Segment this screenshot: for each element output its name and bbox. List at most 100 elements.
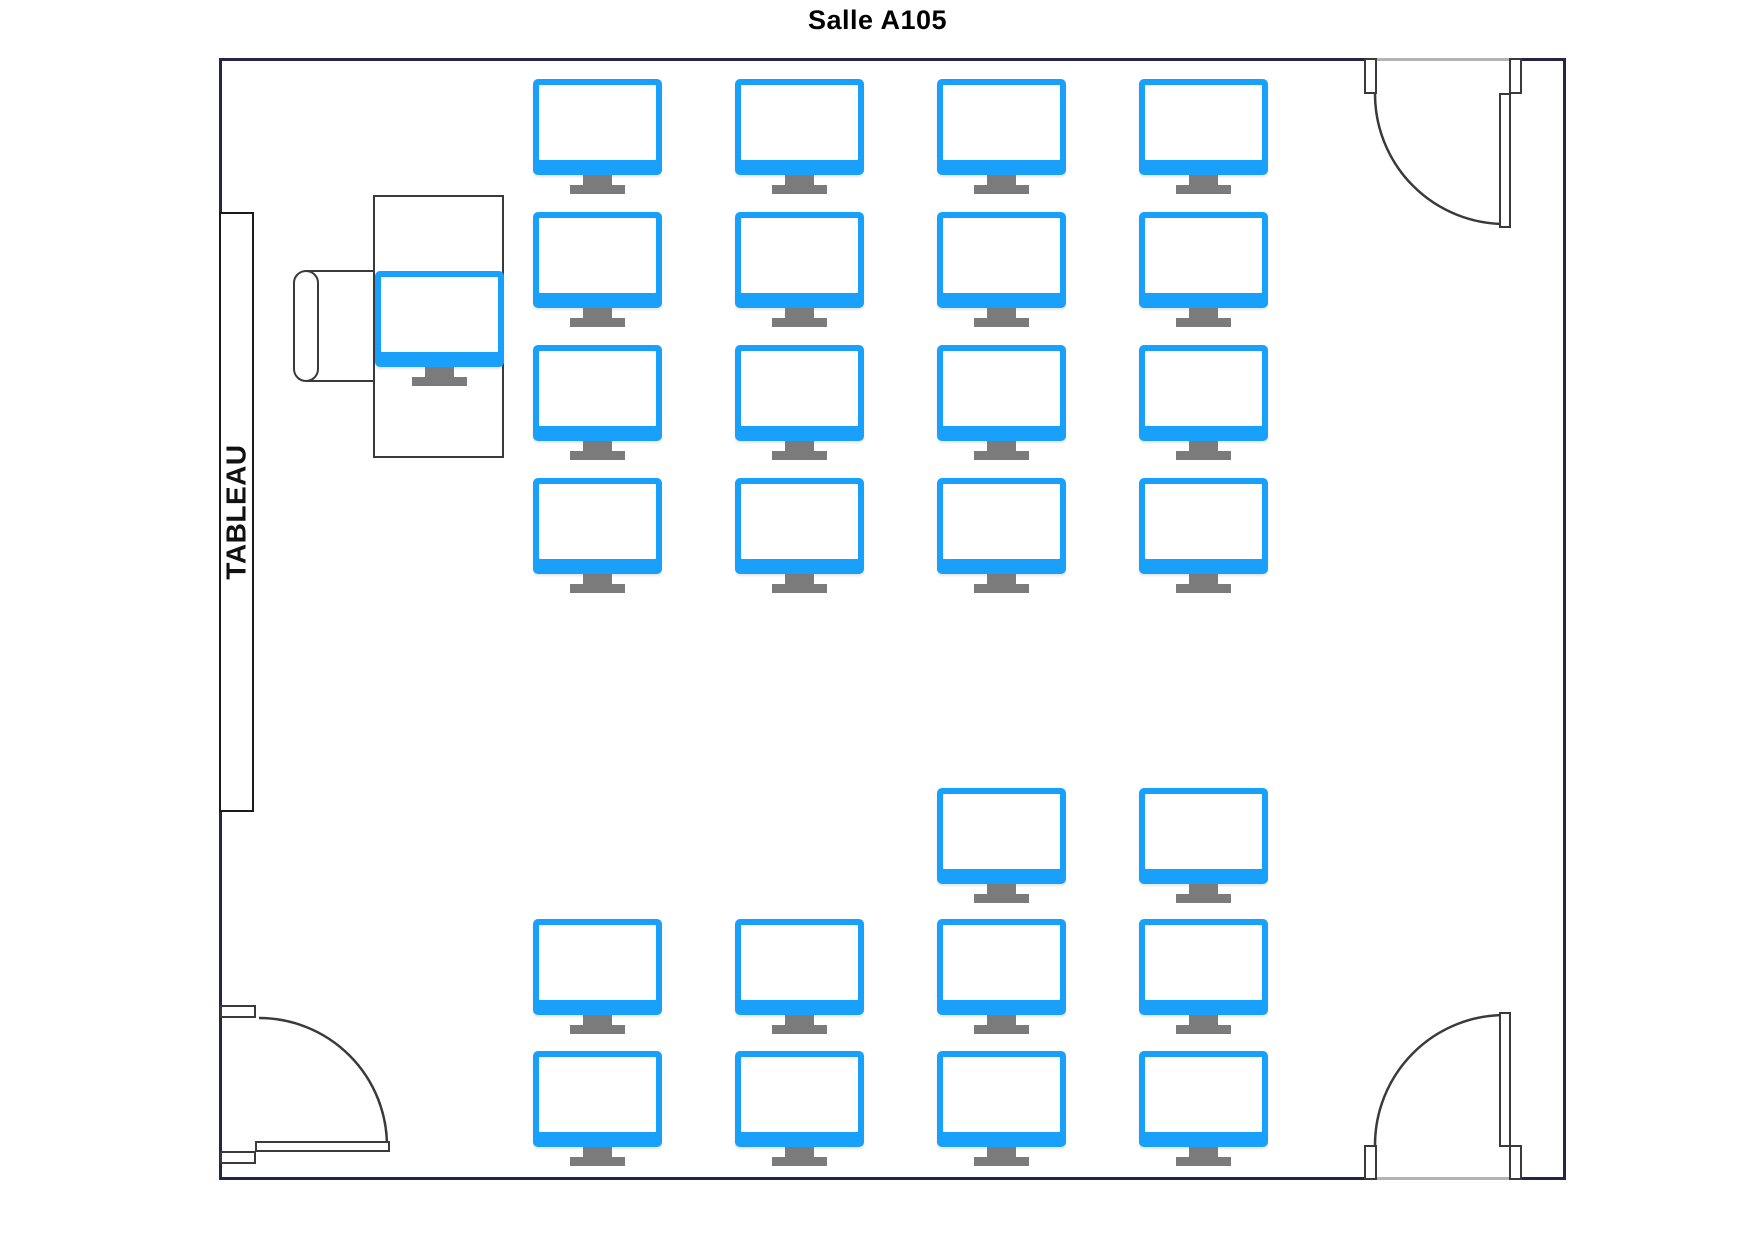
monitor-screen xyxy=(539,351,656,426)
monitor-stand-neck xyxy=(583,175,612,185)
student-monitor-1 xyxy=(533,79,662,194)
monitor-stand-base xyxy=(570,318,625,327)
monitor-stand-base xyxy=(570,1157,625,1166)
monitor-stand-neck xyxy=(1189,175,1218,185)
monitor-frame xyxy=(735,478,864,574)
monitor-frame xyxy=(735,79,864,175)
monitor-stand-base xyxy=(1176,185,1231,194)
monitor-frame xyxy=(533,345,662,441)
monitor-stand-neck xyxy=(987,1147,1016,1157)
monitor-stand-base xyxy=(1176,1157,1231,1166)
monitor-stand-neck xyxy=(583,1015,612,1025)
monitor-screen xyxy=(1145,794,1262,869)
door-opening-top-right xyxy=(1376,58,1510,61)
monitor-stand-neck xyxy=(583,441,612,451)
student-monitor-24 xyxy=(735,1051,864,1166)
student-monitor-9 xyxy=(533,345,662,460)
monitor-stand-base xyxy=(772,1157,827,1166)
monitor-frame xyxy=(1139,788,1268,884)
student-monitor-10 xyxy=(735,345,864,460)
monitor-screen xyxy=(741,85,858,160)
door-jamb xyxy=(1364,1145,1377,1180)
student-monitor-12 xyxy=(1139,345,1268,460)
monitor-stand-base xyxy=(974,451,1029,460)
whiteboard: TABLEAU xyxy=(219,212,254,812)
monitor-stand-base xyxy=(1176,318,1231,327)
monitor-frame xyxy=(735,345,864,441)
monitor-screen xyxy=(1145,85,1262,160)
monitor-stand-neck xyxy=(785,574,814,584)
door-opening-bottom-right xyxy=(1376,1177,1510,1180)
page-title: Salle A105 xyxy=(807,5,948,35)
monitor-frame xyxy=(937,478,1066,574)
monitor-stand-neck xyxy=(1189,308,1218,318)
monitor-stand-neck xyxy=(1189,441,1218,451)
monitor-stand-neck xyxy=(583,1147,612,1157)
monitor-screen xyxy=(1145,1057,1262,1132)
student-monitor-19 xyxy=(533,919,662,1034)
monitor-stand-neck xyxy=(987,175,1016,185)
monitor-screen xyxy=(943,925,1060,1000)
monitor-screen xyxy=(539,85,656,160)
monitor-stand-neck xyxy=(1189,1015,1218,1025)
student-monitor-20 xyxy=(735,919,864,1034)
monitor-frame xyxy=(937,919,1066,1015)
monitor-stand-base xyxy=(974,894,1029,903)
monitor-stand-base xyxy=(570,185,625,194)
monitor-screen xyxy=(539,1057,656,1132)
monitor-frame xyxy=(375,271,504,367)
door-jamb xyxy=(1509,1145,1522,1180)
teacher-monitor xyxy=(375,271,504,386)
monitor-stand-base xyxy=(1176,894,1231,903)
monitor-stand-neck xyxy=(987,441,1016,451)
monitor-stand-neck xyxy=(1189,1147,1218,1157)
student-monitor-14 xyxy=(735,478,864,593)
monitor-screen xyxy=(539,218,656,293)
monitor-frame xyxy=(735,212,864,308)
monitor-frame xyxy=(735,919,864,1015)
monitor-frame xyxy=(937,1051,1066,1147)
monitor-screen xyxy=(1145,351,1262,426)
monitor-stand-neck xyxy=(785,308,814,318)
monitor-screen xyxy=(741,351,858,426)
monitor-frame xyxy=(1139,478,1268,574)
student-monitor-18 xyxy=(1139,788,1268,903)
monitor-screen xyxy=(943,1057,1060,1132)
monitor-frame xyxy=(1139,345,1268,441)
monitor-stand-base xyxy=(412,377,467,386)
monitor-stand-neck xyxy=(785,1015,814,1025)
monitor-stand-neck xyxy=(583,574,612,584)
student-monitor-3 xyxy=(937,79,1066,194)
monitor-screen xyxy=(943,484,1060,559)
monitor-screen xyxy=(943,794,1060,869)
monitor-frame xyxy=(1139,1051,1268,1147)
monitor-stand-neck xyxy=(987,1015,1016,1025)
student-monitor-6 xyxy=(735,212,864,327)
whiteboard-label: TABLEAU xyxy=(220,444,252,580)
student-monitor-15 xyxy=(937,478,1066,593)
monitor-screen xyxy=(539,484,656,559)
student-monitor-21 xyxy=(937,919,1066,1034)
student-monitor-25 xyxy=(937,1051,1066,1166)
monitor-frame xyxy=(533,919,662,1015)
door-jamb xyxy=(220,1005,256,1018)
monitor-frame xyxy=(937,79,1066,175)
monitor-stand-base xyxy=(974,1157,1029,1166)
door-leaf-top-right xyxy=(1499,93,1511,228)
monitor-stand-neck xyxy=(1189,884,1218,894)
student-monitor-16 xyxy=(1139,478,1268,593)
monitor-screen xyxy=(741,218,858,293)
student-monitor-13 xyxy=(533,478,662,593)
student-monitor-5 xyxy=(533,212,662,327)
monitor-screen xyxy=(741,925,858,1000)
monitor-stand-neck xyxy=(583,308,612,318)
monitor-stand-neck xyxy=(785,175,814,185)
monitor-stand-base xyxy=(772,318,827,327)
monitor-screen xyxy=(943,85,1060,160)
monitor-stand-neck xyxy=(987,574,1016,584)
monitor-frame xyxy=(735,1051,864,1147)
monitor-frame xyxy=(533,79,662,175)
student-monitor-17 xyxy=(937,788,1066,903)
monitor-screen xyxy=(943,351,1060,426)
monitor-stand-base xyxy=(772,1025,827,1034)
